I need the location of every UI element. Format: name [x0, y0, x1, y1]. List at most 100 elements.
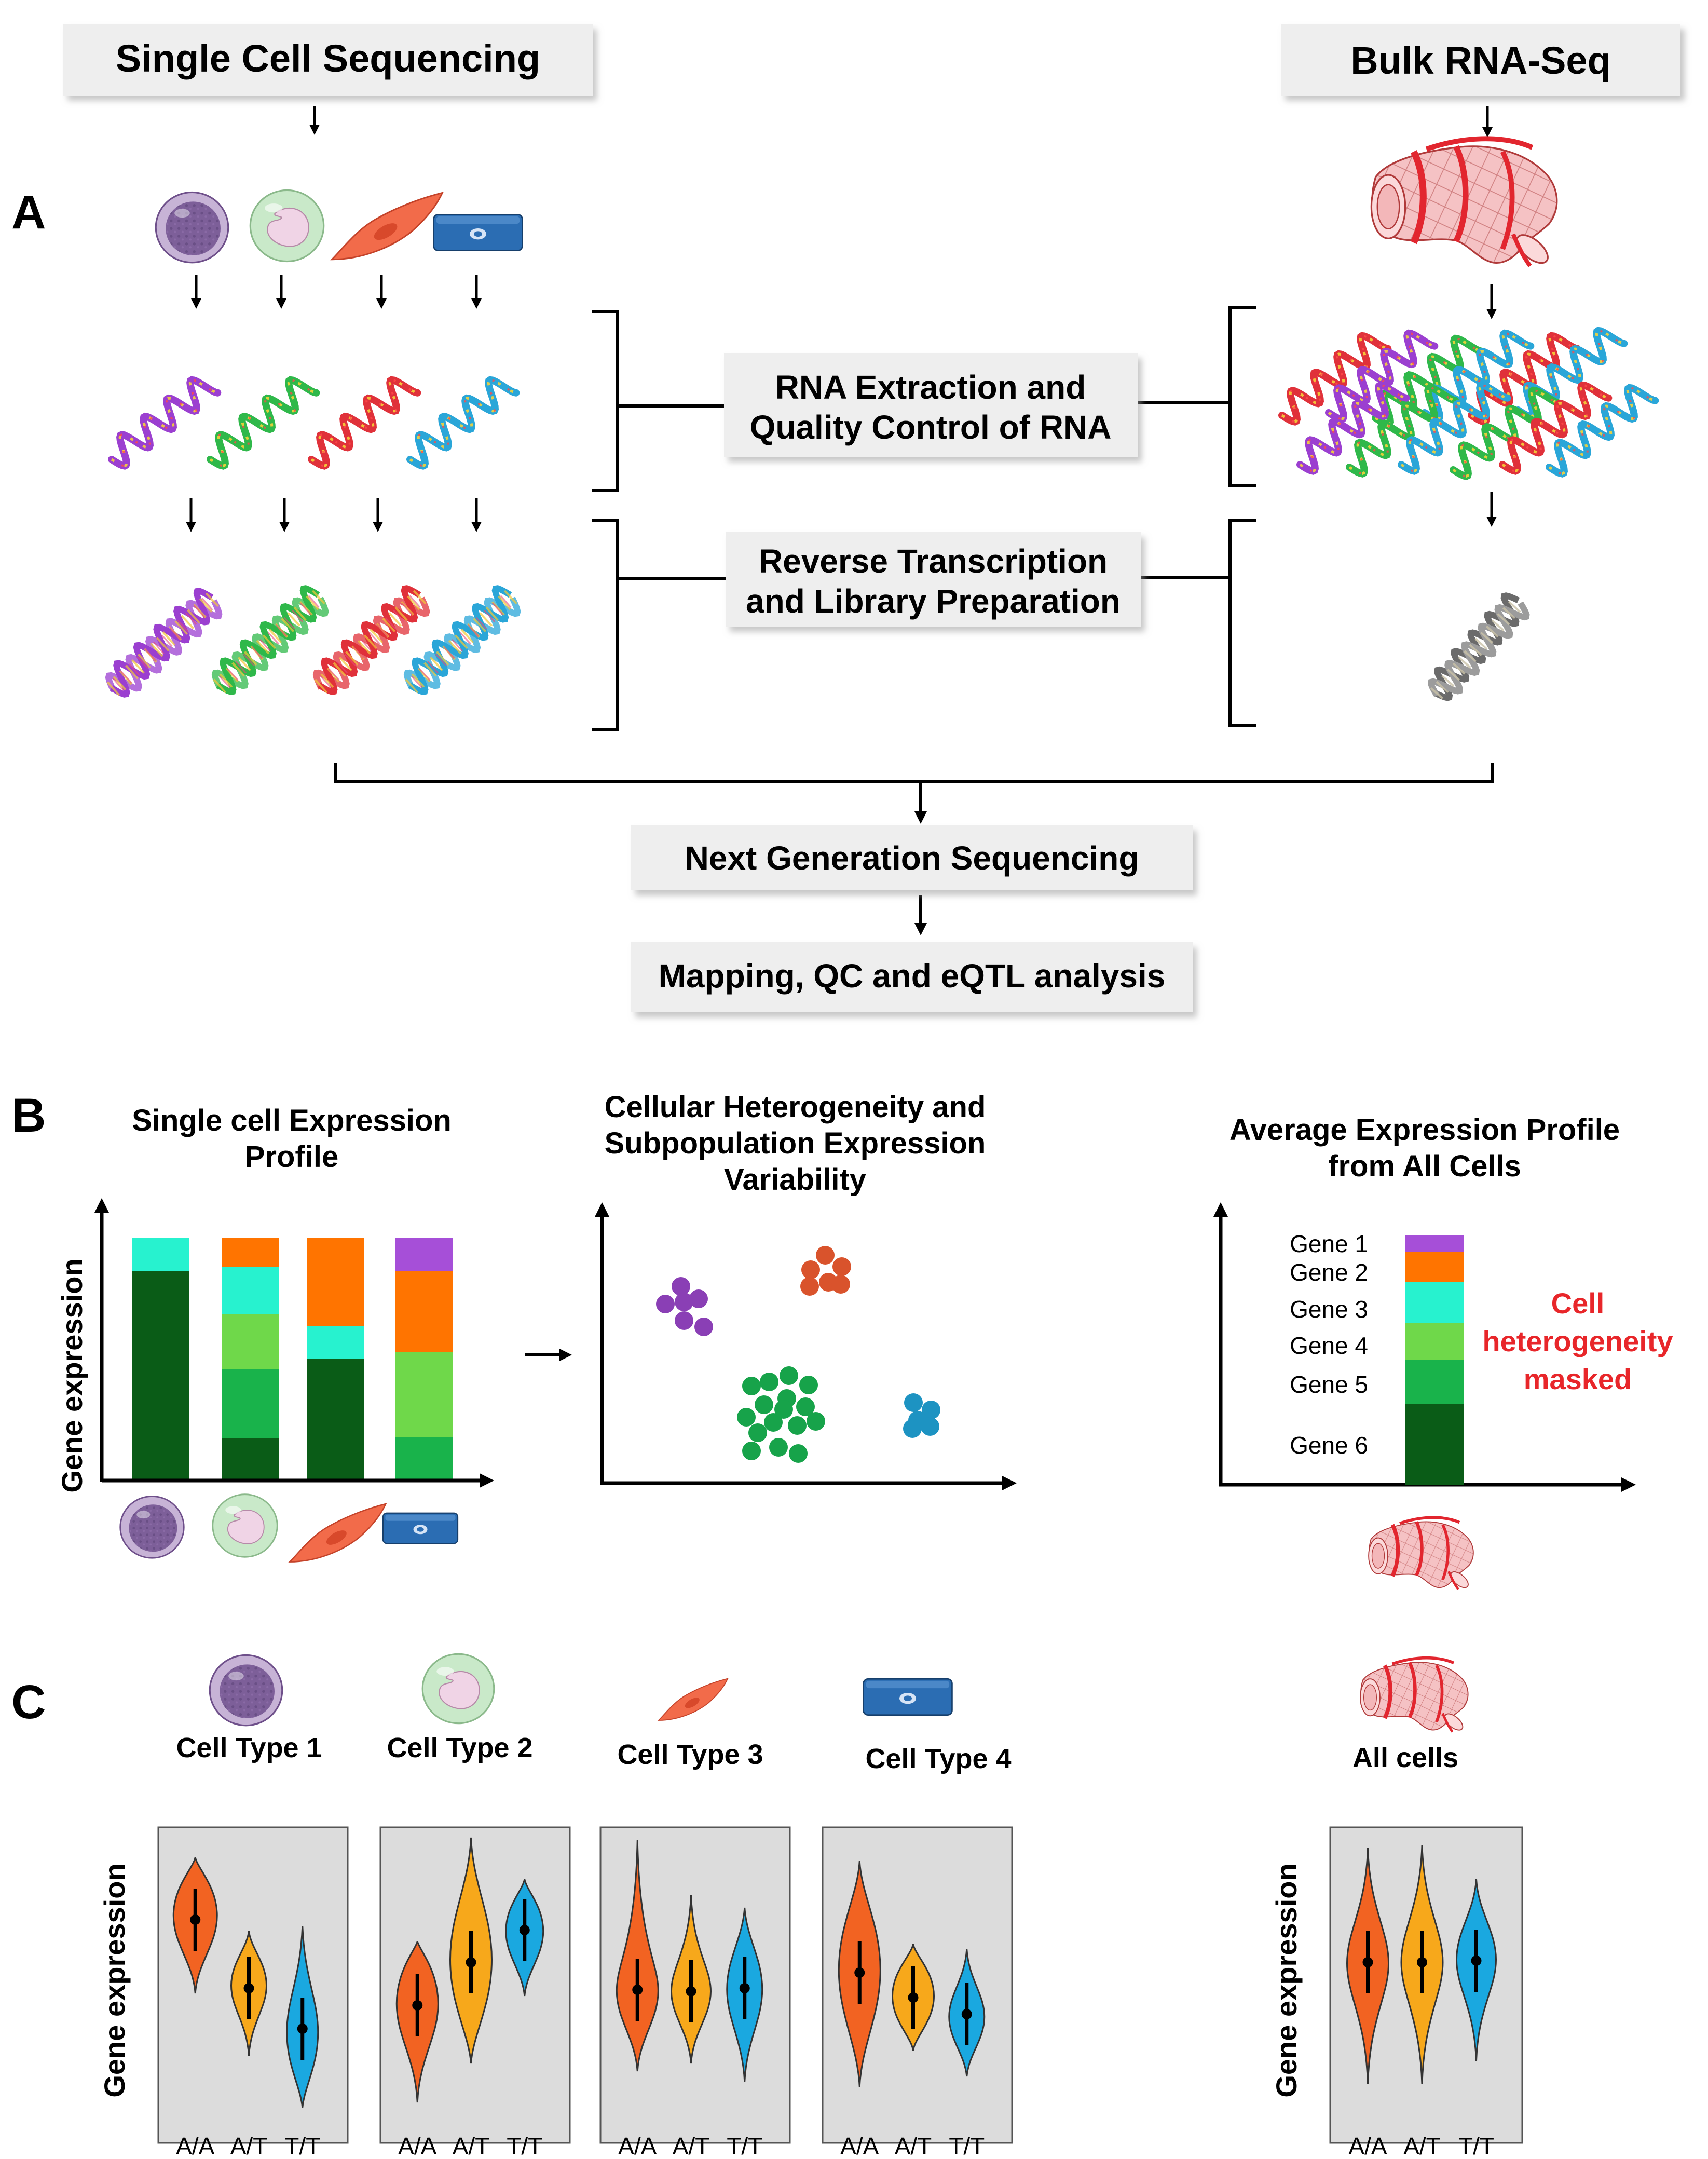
cell-type-4-label: Cell Type 4 — [865, 1743, 1011, 1774]
stacked-bars — [132, 1238, 453, 1481]
avg-segment-gene-3 — [1405, 1282, 1464, 1323]
rna-strand-green — [207, 376, 320, 470]
single-cell-rna-strands — [108, 376, 520, 470]
endothelial-cell-icon — [433, 213, 523, 252]
cluster-green-point-1 — [742, 1377, 761, 1395]
gene-label-2: Gene 2 — [1290, 1259, 1368, 1286]
genotype-label: A/A — [1348, 2133, 1387, 2159]
genotype-label: A/A — [618, 2133, 657, 2159]
bulk-rna-strands — [1278, 327, 1659, 480]
cluster-purple-point-4 — [675, 1311, 693, 1330]
genotype-label: A/A — [398, 2133, 436, 2159]
genotype-label: T/T — [727, 2133, 762, 2159]
bracket-right-rna — [1228, 306, 1256, 487]
violin-2-AA — [395, 1941, 439, 2103]
genotype-label: A/A — [176, 2133, 214, 2159]
bulk-cdna-helix — [1428, 592, 1530, 701]
rna-strand-purple — [108, 376, 222, 470]
cluster-green-point-7 — [796, 1397, 815, 1416]
c-left-y-label: Gene expression — [98, 1863, 131, 2097]
avg-segment-gene-4 — [1405, 1323, 1464, 1360]
bulk-rna-strand-8 — [1346, 384, 1459, 478]
genotype-label: A/T — [673, 2133, 710, 2159]
violin-3-AT — [670, 1894, 712, 2064]
cluster-green-point-13 — [769, 1438, 788, 1457]
panel-label-a: A — [11, 186, 46, 239]
bar-2-segment-1 — [222, 1238, 279, 1267]
genotype-label: T/T — [1458, 2133, 1494, 2159]
ngs-text: Next Generation Sequencing — [685, 839, 1139, 877]
violin-shape — [616, 1840, 659, 2072]
subpopulation-scatter — [595, 1202, 1017, 1490]
violin-median — [908, 1992, 919, 2003]
c-vessel-icon — [1360, 1658, 1468, 1733]
violin-1-AT — [230, 1931, 268, 2056]
b-mid-title-line-3: Variability — [724, 1163, 866, 1197]
panel-label-b: B — [11, 1089, 46, 1142]
masked-note-line-2: heterogeneity — [1482, 1325, 1673, 1357]
bulk-rna-strand-10 — [1450, 386, 1563, 480]
bar-2-segment-4 — [222, 1369, 279, 1438]
bar-1-segment-2 — [132, 1271, 189, 1481]
violin-median — [412, 2000, 423, 2011]
cell-type-2-label: Cell Type 2 — [387, 1732, 532, 1763]
reverse-transcription-line-2: and Library Preparation — [746, 582, 1121, 620]
cluster-green-point-14 — [789, 1444, 808, 1463]
cluster-orange-point-1 — [816, 1246, 835, 1265]
cluster-orange-point-3 — [801, 1260, 820, 1279]
bulk-rna-strand-6 — [1514, 327, 1628, 420]
cluster-purple-point-2 — [689, 1289, 708, 1308]
c-lymphocyte-icon — [209, 1654, 283, 1727]
b-mid-title-line-1: Cellular Heterogeneity and — [605, 1090, 986, 1124]
gene-label-3: Gene 3 — [1290, 1296, 1368, 1323]
stacked-bar-3 — [307, 1238, 364, 1481]
cluster-green-point-12 — [742, 1442, 761, 1460]
violin-median — [686, 1986, 696, 1997]
violin-median — [1417, 1957, 1427, 1967]
violin-median — [1471, 1956, 1482, 1966]
b-macrophage-icon — [212, 1493, 278, 1558]
violin-median — [243, 1983, 254, 1993]
genotype-label: A/T — [895, 2133, 932, 2159]
cluster-green-point-2 — [760, 1373, 778, 1391]
violin-panel-3: A/A A/T T/T — [599, 1826, 791, 2159]
cluster-green-point-11 — [807, 1412, 825, 1431]
b-right-title-line-2: from All Cells — [1328, 1149, 1521, 1183]
cluster-green-point-15 — [748, 1423, 767, 1442]
b-lymphocyte-icon — [119, 1496, 185, 1559]
merge-bracket — [334, 763, 1494, 783]
step-brackets — [334, 306, 1494, 935]
violin-panel-4: A/A A/T T/T — [822, 1826, 1013, 2159]
cluster-blue-point-1 — [904, 1393, 923, 1412]
cdna-helix-red — [312, 585, 430, 695]
genotype-label: T/T — [507, 2133, 542, 2159]
cluster-green-point-9 — [764, 1413, 783, 1432]
cluster-orange — [800, 1246, 851, 1296]
rna-strand-blue — [406, 376, 520, 470]
cell-type-3-label: Cell Type 3 — [617, 1739, 763, 1770]
cluster-orange-point-2 — [832, 1257, 851, 1276]
violin-median — [466, 1957, 476, 1967]
bar-3-segment-1 — [307, 1238, 364, 1326]
genotype-label: A/A — [840, 2133, 879, 2159]
violin-2-TT — [505, 1879, 544, 1997]
b-left-title-line-1: Single cell Expression — [132, 1104, 452, 1137]
stacked-bar-2 — [222, 1238, 279, 1481]
violin-median — [739, 1983, 750, 1993]
genotype-label: T/T — [284, 2133, 320, 2159]
violin-3-TT — [726, 1907, 763, 2082]
b-smooth-muscle-icon — [289, 1503, 387, 1563]
bar-2-segment-2 — [222, 1267, 279, 1314]
violin-median — [632, 1985, 643, 1995]
reverse-transcription-line-1: Reverse Transcription — [759, 542, 1108, 580]
masked-note-line-1: Cell — [1551, 1287, 1605, 1320]
bar-4-segment-1 — [395, 1238, 453, 1271]
bar-2-segment-3 — [222, 1314, 279, 1369]
bar-2-segment-5 — [222, 1438, 279, 1481]
genotype-label: T/T — [949, 2133, 985, 2159]
scatter-clusters — [656, 1246, 940, 1463]
